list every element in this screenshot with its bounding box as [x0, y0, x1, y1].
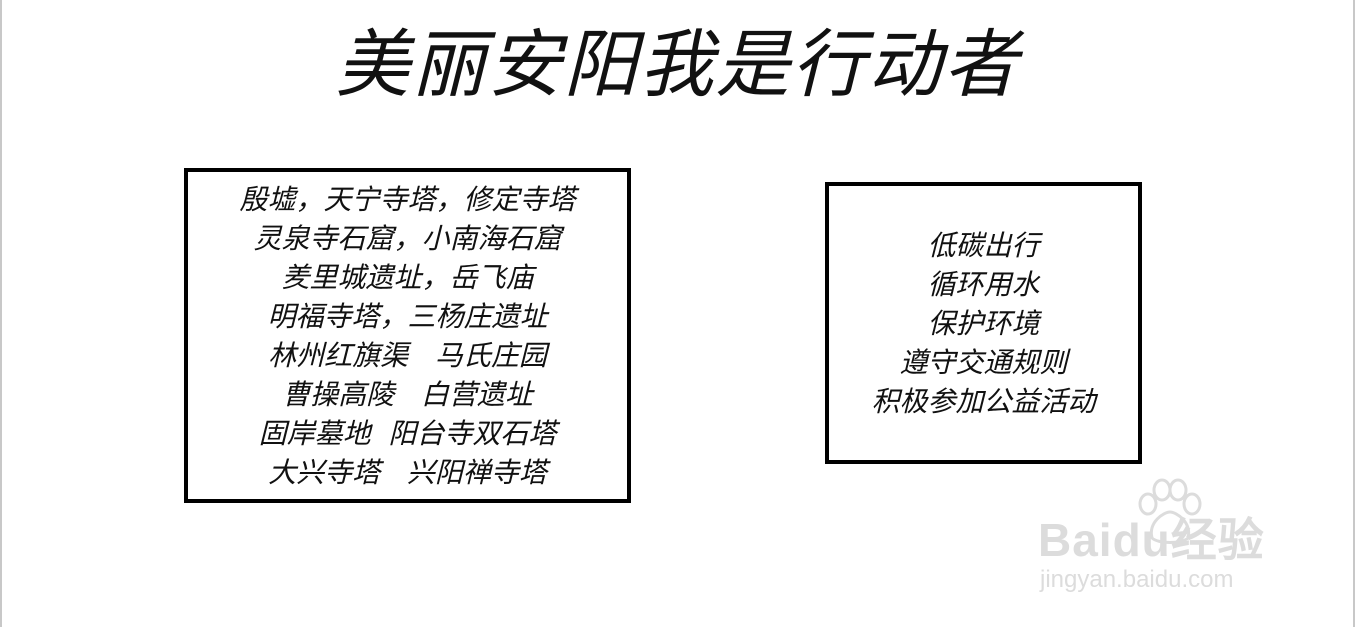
right-border — [1353, 0, 1355, 627]
action-line: 低碳出行 — [927, 228, 1040, 262]
baidu-watermark: Baidu经验 jingyan.baidu.com — [1038, 478, 1298, 598]
left-border — [0, 0, 2, 627]
scenic-sites-line: 曹操高陵 白营遗址 — [282, 377, 533, 411]
paw-icon — [1138, 478, 1202, 544]
watermark-url: jingyan.baidu.com — [1040, 566, 1234, 593]
action-line: 循环用水 — [927, 267, 1040, 301]
actions-box: 低碳出行 循环用水 保护环境 遵守交通规则 积极参加公益活动 — [825, 182, 1142, 464]
scenic-sites-line: 林州红旗渠 马氏庄园 — [268, 338, 547, 372]
scenic-sites-line: 大兴寺塔 兴阳禅寺塔 — [268, 455, 547, 489]
scenic-sites-line: 灵泉寺石窟，小南海石窟 — [253, 221, 562, 255]
scenic-sites-line: 明福寺塔，三杨庄遗址 — [267, 299, 548, 333]
action-line: 积极参加公益活动 — [871, 384, 1096, 418]
scenic-sites-box: 殷墟，天宁寺塔，修定寺塔 灵泉寺石窟，小南海石窟 羑里城遗址，岳飞庙 明福寺塔，… — [184, 168, 631, 503]
page-title: 美丽安阳我是行动者 — [335, 22, 1020, 108]
scenic-sites-line: 羑里城遗址，岳飞庙 — [281, 260, 534, 294]
watermark-logo: Baidu经验 — [1038, 514, 1265, 566]
action-line: 遵守交通规则 — [899, 345, 1068, 379]
scenic-sites-line: 殷墟，天宁寺塔，修定寺塔 — [239, 182, 576, 216]
scenic-sites-line: 固岸墓地 阳台寺双石塔 — [258, 416, 557, 450]
action-line: 保护环境 — [927, 306, 1040, 340]
